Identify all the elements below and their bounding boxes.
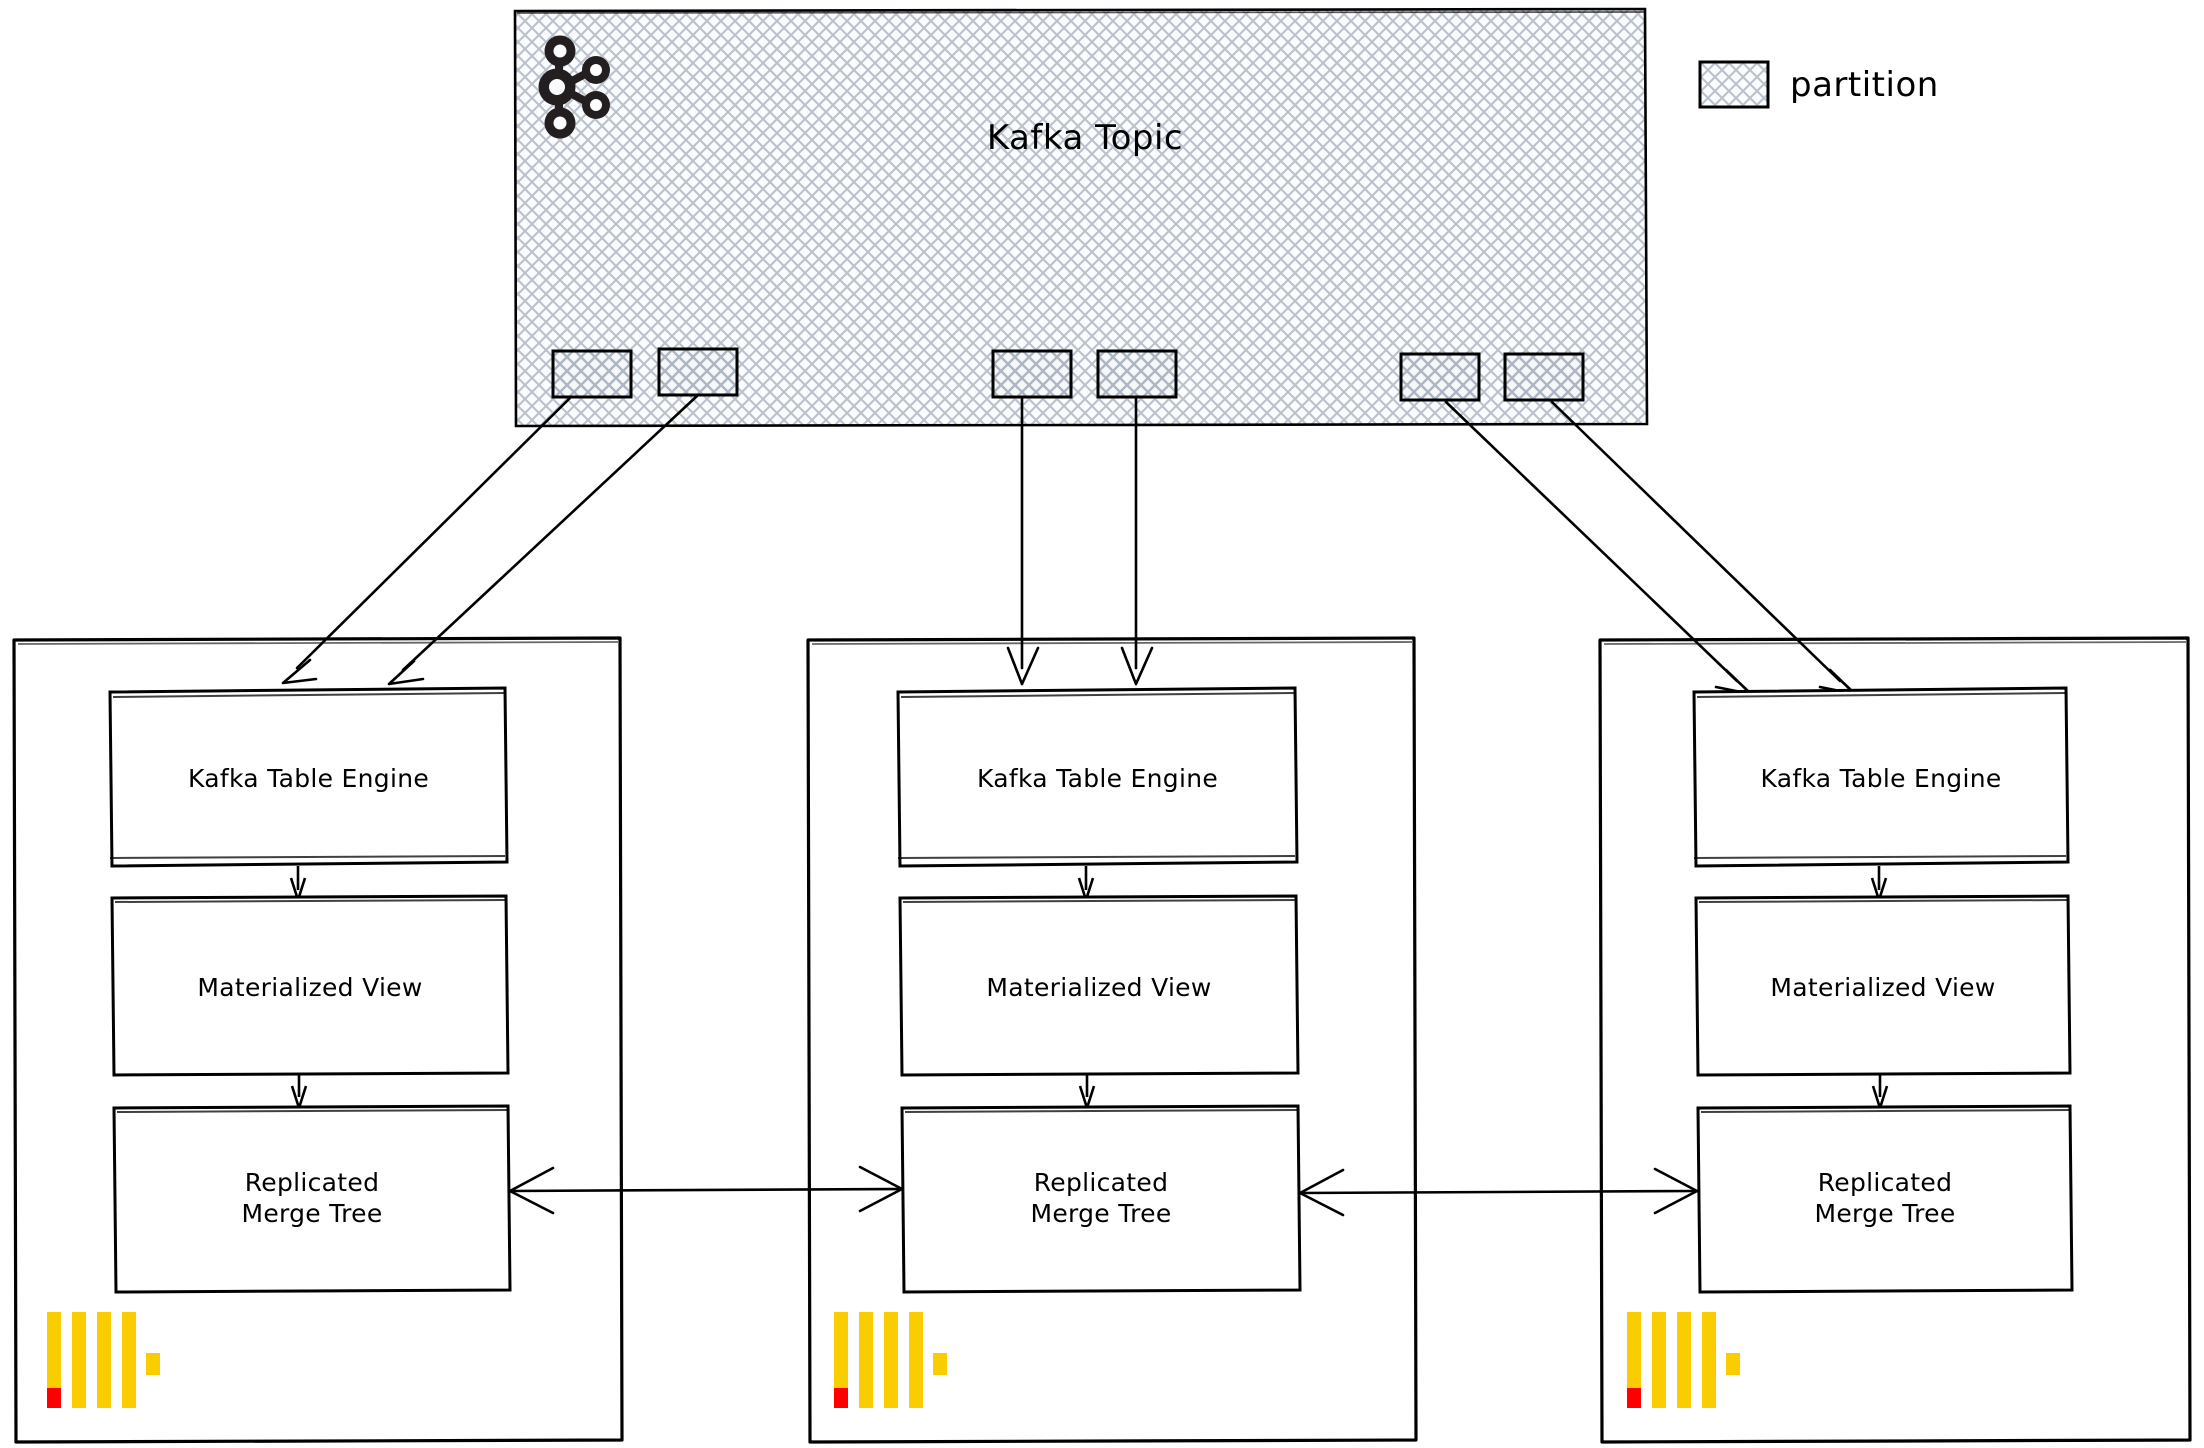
arrow-partition-to-node2 xyxy=(1006,396,1154,686)
kafka-logo-icon xyxy=(538,35,610,139)
node3-boxes xyxy=(1692,686,2074,1294)
replication-arrow-node1-node2 xyxy=(508,1165,904,1215)
node-container-3 xyxy=(1598,636,2192,1444)
partition-boxes xyxy=(551,347,1585,402)
node-container-1 xyxy=(12,636,624,1444)
node1-boxes xyxy=(108,686,512,1294)
replication-arrow-node2-node3 xyxy=(1298,1167,1699,1217)
clickhouse-logo-node3 xyxy=(1627,1312,1747,1412)
clickhouse-logo-node2 xyxy=(834,1312,954,1412)
clickhouse-logo-node1 xyxy=(47,1312,167,1412)
arrow-partition-to-node1 xyxy=(281,394,699,686)
legend-swatch xyxy=(1698,60,1770,109)
arrow-partition-to-node3 xyxy=(1444,400,1857,696)
node2-boxes xyxy=(896,686,1302,1294)
node-container-2 xyxy=(806,636,1418,1444)
